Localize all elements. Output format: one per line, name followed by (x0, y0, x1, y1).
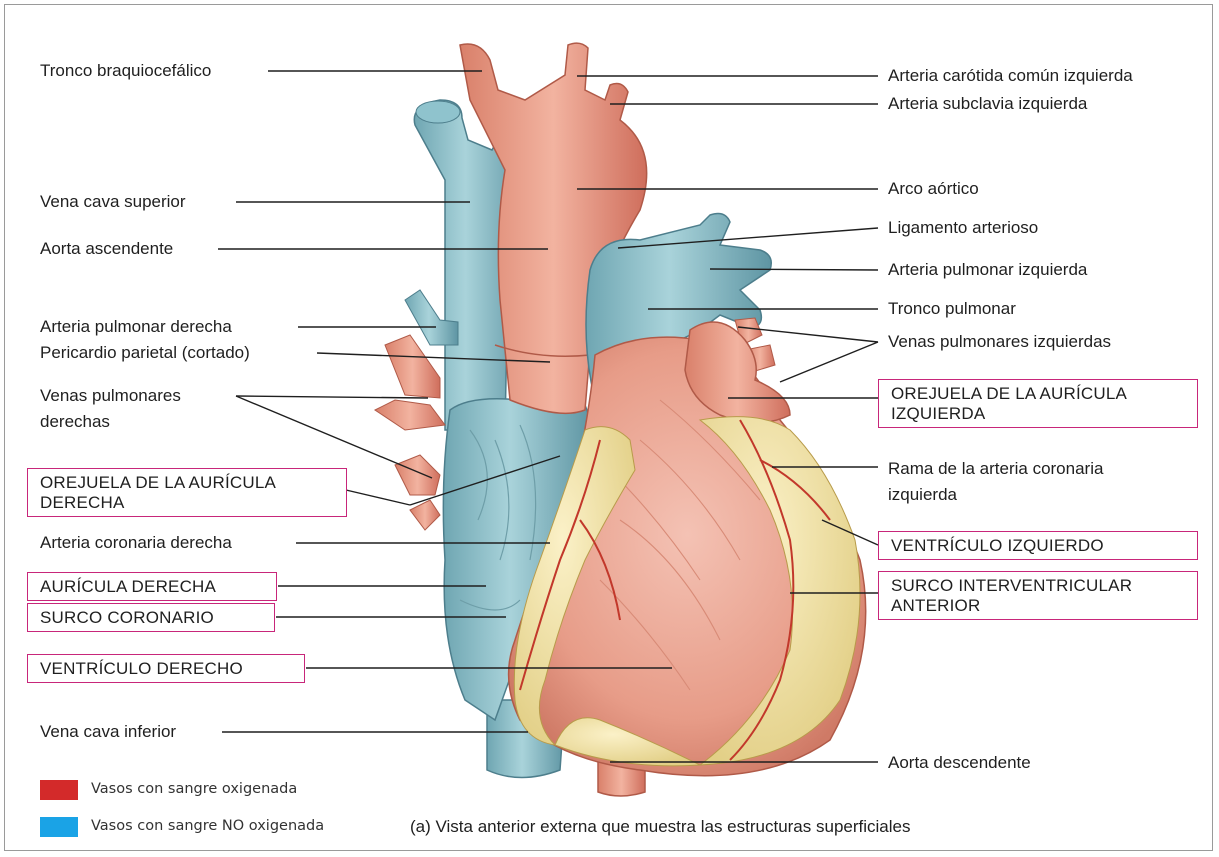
label-venas-pulmonares-derechas-line2: derechas (40, 411, 110, 432)
label-tronco-pulmonar: Tronco pulmonar (888, 298, 1016, 319)
label-auricula-derecha: AURÍCULA DERECHA (27, 572, 277, 601)
label-surco-coronario: SURCO CORONARIO (27, 603, 275, 632)
label-pericardio-parietal: Pericardio parietal (cortado) (40, 342, 250, 363)
label-arteria-subclavia: Arteria subclavia izquierda (888, 93, 1087, 114)
label-vena-cava-inferior: Vena cava inferior (40, 721, 176, 742)
label-venas-pulmonares-derechas-line1: Venas pulmonares (40, 385, 181, 406)
label-tronco-braquiocefalico: Tronco braquiocefálico (40, 60, 211, 81)
label-surco-interventricular-anterior: SURCO INTERVENTRICULAR ANTERIOR (878, 571, 1198, 620)
label-vena-cava-superior: Vena cava superior (40, 191, 186, 212)
label-orejuela-derecha-line1: OREJUELA DE LA AURÍCULA (40, 473, 334, 493)
label-aorta-descendente: Aorta descendente (888, 752, 1031, 773)
label-orejuela-derecha-line2: DERECHA (40, 493, 334, 513)
label-orejuela-auricula-izquierda: OREJUELA DE LA AURÍCULA IZQUIERDA (878, 379, 1198, 428)
label-rama-coronaria-izquierda-line1: Rama de la arteria coronaria (888, 458, 1103, 479)
legend-label-deoxygenated: Vasos con sangre NO oxigenada (91, 818, 324, 834)
label-arco-aortico: Arco aórtico (888, 178, 979, 199)
legend-label-oxygenated: Vasos con sangre oxigenada (91, 781, 297, 797)
legend-swatch-oxygenated (40, 780, 78, 800)
label-surco-interventricular-line2: ANTERIOR (891, 596, 1185, 616)
label-aorta-ascendente: Aorta ascendente (40, 238, 173, 259)
label-arteria-pulmonar-izquierda: Arteria pulmonar izquierda (888, 259, 1087, 280)
label-rama-coronaria-izquierda-line2: izquierda (888, 484, 957, 505)
label-ligamento-arterioso: Ligamento arterioso (888, 217, 1038, 238)
label-venas-pulmonares-izquierdas: Venas pulmonares izquierdas (888, 331, 1111, 352)
label-orejuela-izquierda-line1: OREJUELA DE LA AURÍCULA (891, 384, 1185, 404)
label-orejuela-izquierda-line2: IZQUIERDA (891, 404, 1185, 424)
label-surco-interventricular-line1: SURCO INTERVENTRICULAR (891, 576, 1185, 596)
label-ventriculo-izquierdo: VENTRÍCULO IZQUIERDO (878, 531, 1198, 560)
label-ventriculo-derecho: VENTRÍCULO DERECHO (27, 654, 305, 683)
label-arteria-pulmonar-derecha: Arteria pulmonar derecha (40, 316, 232, 337)
label-arteria-coronaria-derecha: Arteria coronaria derecha (40, 532, 232, 553)
label-orejuela-auricula-derecha: OREJUELA DE LA AURÍCULA DERECHA (27, 468, 347, 517)
figure-caption: (a) Vista anterior externa que muestra l… (410, 817, 910, 837)
legend-swatch-deoxygenated (40, 817, 78, 837)
label-arteria-carotida: Arteria carótida común izquierda (888, 65, 1133, 86)
